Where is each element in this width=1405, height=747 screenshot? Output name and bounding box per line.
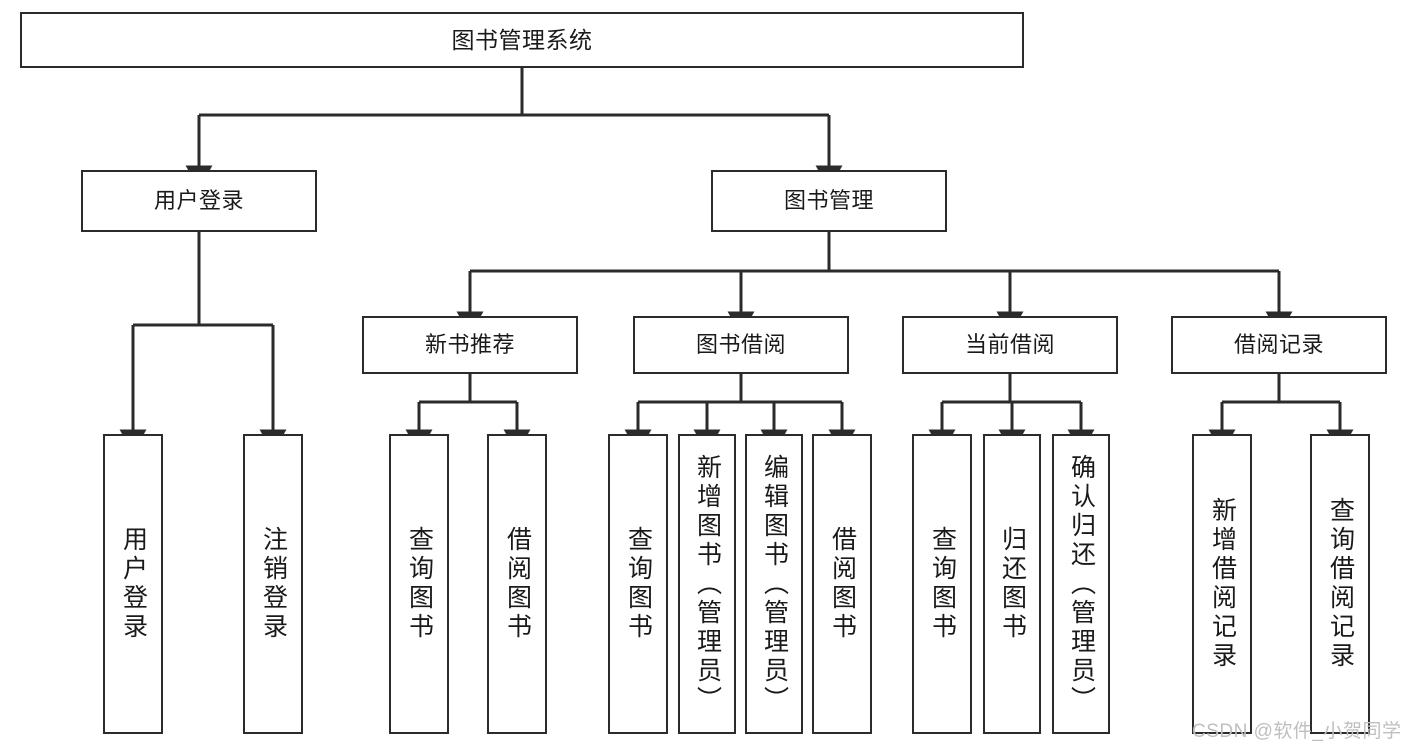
- node-borrowing-record[interactable]: 借阅记录: [1171, 316, 1387, 374]
- node-leaf-add-borrow-record[interactable]: 新增借阅记录: [1192, 434, 1252, 734]
- node-label: 新书推荐: [424, 332, 515, 358]
- node-user-login[interactable]: 用户登录: [81, 170, 317, 232]
- node-label: 查询图书: [928, 526, 957, 642]
- node-leaf-return-book[interactable]: 归还图书: [983, 434, 1041, 734]
- node-leaf-logout[interactable]: 注销登录: [243, 434, 303, 734]
- node-leaf-query-book-borrow[interactable]: 查询图书: [608, 434, 668, 734]
- node-leaf-add-book-admin[interactable]: 新增图书（管理员）: [678, 434, 736, 734]
- node-leaf-query-borrow-record[interactable]: 查询借阅记录: [1310, 434, 1370, 734]
- node-label: 注销登录: [259, 526, 288, 642]
- node-leaf-query-book-rec[interactable]: 查询图书: [389, 434, 449, 734]
- node-label: 确认归还（管理员）: [1067, 453, 1096, 715]
- node-label: 借阅记录: [1233, 332, 1324, 358]
- node-label: 用户登录: [153, 188, 244, 214]
- node-label: 查询借阅记录: [1326, 497, 1355, 671]
- node-label: 图书借阅: [695, 332, 786, 358]
- node-label: 新增借阅记录: [1208, 497, 1237, 671]
- node-label: 借阅图书: [828, 526, 857, 642]
- node-leaf-borrow-book-rec[interactable]: 借阅图书: [487, 434, 547, 734]
- node-new-book-recommendation[interactable]: 新书推荐: [362, 316, 578, 374]
- node-label: 查询图书: [405, 526, 434, 642]
- node-label: 用户登录: [119, 526, 148, 642]
- node-book-management[interactable]: 图书管理: [711, 170, 947, 232]
- node-label: 借阅图书: [503, 526, 532, 642]
- node-current-borrowing[interactable]: 当前借阅: [902, 316, 1118, 374]
- node-leaf-confirm-return-admin[interactable]: 确认归还（管理员）: [1052, 434, 1110, 734]
- node-leaf-query-book-current[interactable]: 查询图书: [912, 434, 972, 734]
- node-leaf-borrow-book[interactable]: 借阅图书: [812, 434, 872, 734]
- node-root-book-management-system[interactable]: 图书管理系统: [20, 12, 1024, 68]
- node-label: 图书管理系统: [451, 26, 593, 53]
- node-label: 归还图书: [998, 526, 1027, 642]
- node-label: 图书管理: [783, 188, 874, 214]
- node-book-borrowing[interactable]: 图书借阅: [633, 316, 849, 374]
- node-leaf-user-login[interactable]: 用户登录: [103, 434, 163, 734]
- node-label: 编辑图书（管理员）: [760, 453, 789, 715]
- node-label: 当前借阅: [964, 332, 1055, 358]
- node-leaf-edit-book-admin[interactable]: 编辑图书（管理员）: [745, 434, 803, 734]
- node-label: 查询图书: [624, 526, 653, 642]
- node-label: 新增图书（管理员）: [693, 453, 722, 715]
